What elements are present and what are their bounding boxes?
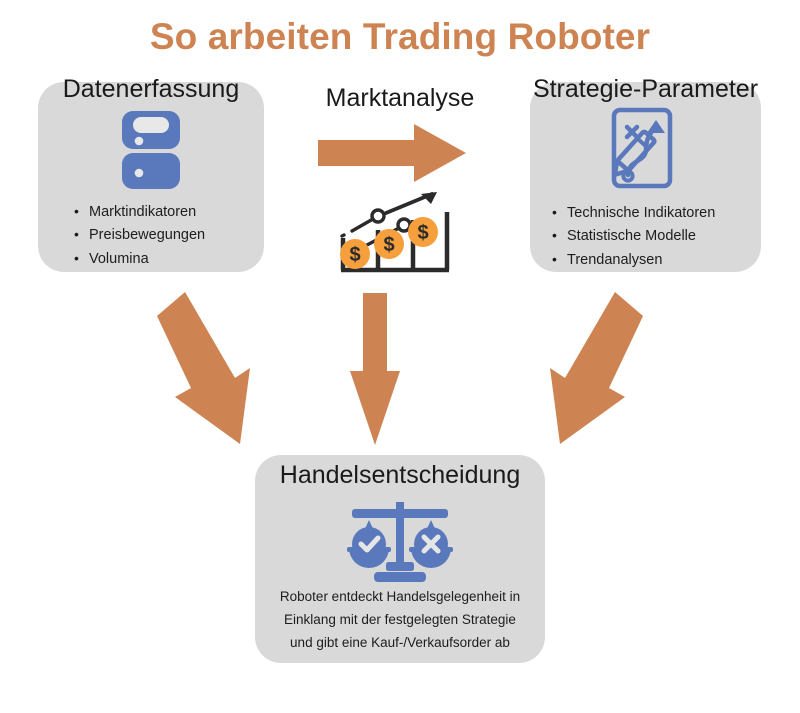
list-item: Statistische Modelle xyxy=(552,224,715,248)
arrow-middle-to-decision xyxy=(350,293,400,450)
card-title-handelsentscheidung: Handelsentscheidung xyxy=(279,461,521,489)
growth-chart-coins-icon: $ $ $ xyxy=(333,192,461,279)
database-server-icon xyxy=(38,110,264,195)
arrow-right-to-decision xyxy=(535,292,645,452)
card-strategie-parameter: Strategie-Parameter xyxy=(530,77,761,272)
svg-text:$: $ xyxy=(417,222,428,244)
list-item: Marktindikatoren xyxy=(74,200,205,224)
list-item: Trendanalysen xyxy=(552,248,715,272)
list-item: Technische Indikatoren xyxy=(552,201,715,225)
arrow-left-to-decision xyxy=(155,292,265,452)
decision-line: Einklang mit der festgelegten Strategie xyxy=(284,612,516,628)
card-handelsentscheidung: Handelsentscheidung xyxy=(255,455,545,663)
decision-line: und gibt eine Kauf-/Verkaufsorder ab xyxy=(290,635,510,651)
page-title: So arbeiten Trading Roboter xyxy=(149,16,651,57)
decision-line: Roboter entdeckt Handelsgelegenheit in xyxy=(279,589,521,604)
decision-description: Roboter entdeckt Handelsgelegenheit in E… xyxy=(263,585,537,655)
list-item: Preisbewegungen xyxy=(74,223,205,247)
strategy-plan-pencil-icon xyxy=(530,107,761,196)
bullet-list-strategie-parameter: Technische Indikatoren Statistische Mode… xyxy=(552,201,715,272)
svg-text:$: $ xyxy=(349,244,360,266)
bullet-list-datenerfassung: Marktindikatoren Preisbewegungen Volumin… xyxy=(74,200,205,271)
svg-text:$: $ xyxy=(383,234,394,256)
card-title-datenerfassung: Datenerfassung xyxy=(62,75,240,103)
right-arrow-icon xyxy=(318,124,466,187)
card-title-marktanalyse: Marktanalyse xyxy=(325,84,475,112)
list-item: Volumina xyxy=(74,247,205,271)
card-title-strategie-parameter: Strategie-Parameter xyxy=(532,75,759,103)
balance-scale-check-cross-icon xyxy=(255,500,545,587)
card-datenerfassung: Datenerfassung Marktindikatoren Preisbew… xyxy=(38,77,264,272)
